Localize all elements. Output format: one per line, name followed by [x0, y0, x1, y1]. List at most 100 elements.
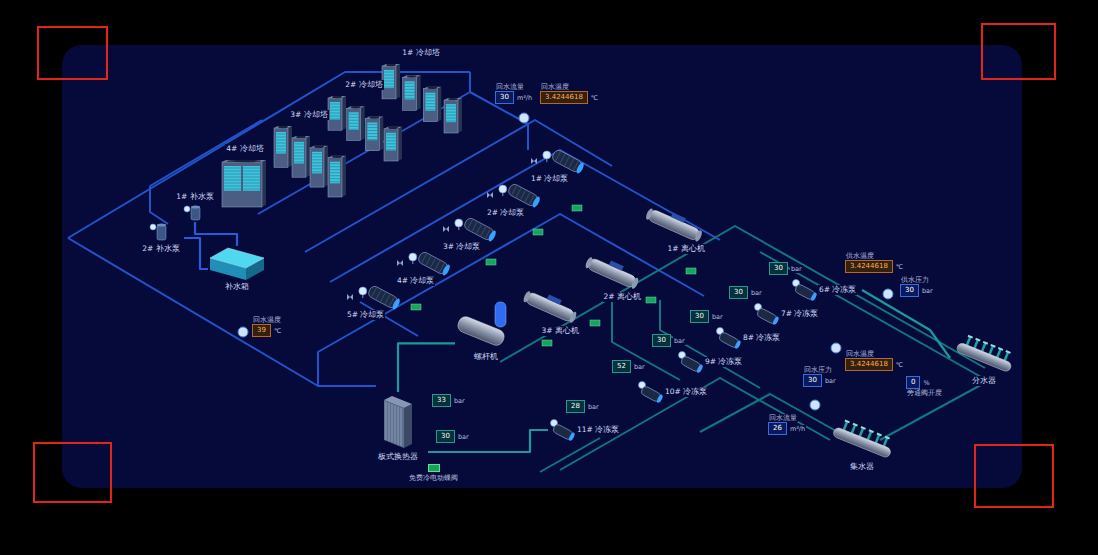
equipment-label: 1# 冷却泵	[530, 174, 569, 184]
tower-top	[328, 156, 346, 158]
equipment: 2# 冷却塔	[326, 80, 402, 164]
motor-cap	[734, 340, 742, 350]
motor-fin	[521, 191, 526, 200]
motor-fin	[426, 256, 431, 265]
grill-line	[294, 158, 304, 159]
pump-motor	[680, 355, 704, 373]
motor-fin	[556, 152, 561, 161]
header-shell	[832, 427, 892, 459]
equipment-label: 2# 离心机	[603, 292, 642, 302]
grill-line	[367, 127, 377, 128]
grill-line	[349, 126, 359, 127]
grill-line	[224, 180, 241, 181]
status-tag	[686, 268, 696, 274]
tower-unit	[222, 160, 266, 207]
grill-line	[425, 94, 435, 95]
sensor-readout: 30	[690, 310, 709, 323]
plate-line	[398, 407, 399, 445]
tower-grill	[405, 81, 415, 99]
pipe-connector	[184, 238, 208, 269]
tower-icon	[272, 122, 346, 200]
tower-unit	[365, 116, 383, 150]
screw-icon	[455, 300, 517, 350]
header-stub	[982, 343, 985, 351]
control-box	[671, 213, 686, 223]
header-stub	[990, 346, 993, 354]
sensor-readout: 30	[769, 262, 788, 275]
pipe	[760, 252, 990, 382]
stub-flange	[983, 341, 988, 345]
value-box: 26	[768, 422, 787, 435]
sensor-readout: 30	[652, 334, 671, 347]
grill-line	[405, 89, 415, 90]
equipment-label: 补水箱	[224, 282, 250, 292]
tower-icon	[220, 156, 270, 210]
equipment: 4# 冷却泵	[396, 252, 452, 286]
motor-fin	[481, 227, 486, 236]
pump-motor	[367, 285, 401, 311]
status-tag	[542, 340, 552, 346]
valve-label: 免费冷电动蝶阀	[408, 474, 459, 482]
readout-value: 52	[617, 362, 626, 370]
equipment: 板式换热器	[368, 392, 428, 462]
plate-line	[395, 405, 396, 443]
gauge	[543, 151, 551, 159]
status-tag	[486, 259, 496, 265]
motor-cap	[531, 196, 541, 209]
gauge	[499, 185, 507, 193]
grill-line	[349, 114, 359, 115]
readout-value: 30	[500, 93, 509, 101]
tower-icon	[326, 92, 402, 164]
shell	[587, 257, 638, 288]
grill-line	[330, 178, 340, 179]
pumpc-icon	[346, 286, 402, 308]
equipment: 3# 冷却塔	[272, 110, 346, 200]
stub-flange	[968, 335, 973, 339]
chiller-icon	[520, 290, 580, 324]
motor-cap	[391, 298, 401, 311]
sensor-readout: 30	[729, 286, 748, 299]
header-body	[832, 417, 896, 458]
grill-line	[405, 86, 415, 87]
readout-value: 30	[734, 288, 743, 296]
shell-end	[584, 256, 593, 269]
sensor-readout: 52	[612, 360, 631, 373]
value-box: 30	[690, 310, 709, 323]
readout-caption: 回水温度	[252, 316, 282, 324]
plate-line	[386, 402, 387, 440]
tower-grill	[386, 133, 396, 151]
header-shell	[956, 342, 1013, 373]
tower-body	[403, 77, 417, 110]
grill-line	[224, 186, 241, 187]
tower-fan	[351, 106, 361, 108]
motor-fin	[516, 188, 521, 197]
grill-line	[243, 186, 260, 187]
pumpc-icon	[486, 184, 542, 206]
equipment: 3# 离心机	[520, 290, 580, 336]
equipment-label: 1# 离心机	[667, 244, 706, 254]
tower-side	[379, 117, 383, 151]
readout-value: 26	[773, 424, 782, 432]
equipment: 4# 冷却塔	[220, 144, 270, 210]
readout-value: 3.4244618	[850, 360, 888, 368]
header-stub	[844, 421, 847, 429]
motor-fin	[512, 186, 517, 195]
equipment-label: 3# 冷却泵	[442, 242, 481, 252]
corner-marker	[38, 27, 107, 79]
tower-body	[365, 119, 379, 151]
tower-body	[328, 158, 342, 197]
value-box: 30	[729, 286, 748, 299]
tower-body	[347, 108, 361, 140]
shell	[525, 291, 576, 322]
tower-grill	[276, 132, 286, 154]
pumpf-icon	[714, 326, 740, 350]
value-box: 30	[495, 91, 514, 104]
grill-line	[294, 146, 304, 147]
grill-line	[330, 104, 340, 105]
equipment: 1# 冷却塔	[380, 48, 462, 136]
sensor-readout: 28	[566, 400, 585, 413]
tower-body	[382, 66, 396, 99]
equipment-label: 6# 冷冻泵	[818, 285, 857, 295]
grill-line	[386, 140, 396, 141]
pipe	[258, 92, 528, 214]
